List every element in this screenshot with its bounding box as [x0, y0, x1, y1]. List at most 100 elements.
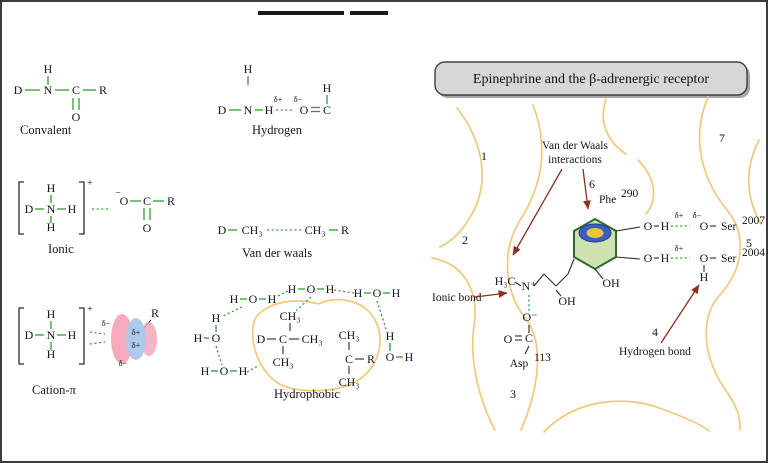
atom-c: C [72, 83, 80, 97]
methyl-group: CH₃ [242, 223, 263, 237]
plus-charge: + [87, 178, 93, 189]
atom-r: R [151, 306, 159, 320]
atom-h: H [239, 364, 248, 378]
hydrogen-bond-annotation: Hydrogen bond [619, 346, 691, 358]
ammonium-nitrogen: N⁺ [522, 279, 537, 293]
delta-plus-label: δ+ [132, 327, 141, 337]
hydrophobic-core-bonds [267, 323, 364, 374]
helix-number-1: 1 [481, 149, 487, 163]
atom-o: O [249, 292, 258, 306]
n-methyl-group: H₃C [495, 274, 516, 288]
asp-residue-label: Asp [510, 358, 529, 370]
ionic-label: Ionic [48, 242, 74, 256]
atom-c: C [323, 103, 331, 117]
helix-numbers: 1 2 3 4 5 6 7 [462, 131, 752, 401]
water-bonds [204, 288, 403, 372]
atom-o: O [220, 364, 229, 378]
atom-c: C [345, 352, 353, 366]
helix-number-4: 4 [652, 325, 658, 339]
atom-d: D [218, 223, 227, 237]
water-molecules: H O H H O H H O H H O H H O H H O H [194, 282, 414, 378]
atom-o: O [700, 219, 709, 233]
atom-o: O [644, 251, 653, 265]
atom-h: H [47, 307, 56, 321]
atom-h: H [661, 219, 670, 233]
atom-h: H [700, 270, 709, 284]
plus-charge: + [87, 304, 93, 315]
ionic-bond-arrow [474, 290, 508, 298]
phe-residue-sup: 290 [621, 188, 639, 200]
cropped-title-fragment [258, 11, 388, 15]
title-box [434, 61, 748, 96]
methyl-group: CH₃ [280, 309, 301, 323]
atom-o: O [504, 332, 513, 346]
phe-residue-label: Phe [599, 194, 616, 206]
panel-title: Epinephrine and the β-adrenergic recepto… [473, 72, 710, 87]
atom-d: D [25, 328, 34, 342]
atom-o: O [300, 103, 309, 117]
atom-r: R [167, 194, 175, 208]
methyl-group: CH₃ [339, 375, 360, 389]
atom-h: H [47, 181, 56, 195]
atom-h: H [201, 364, 210, 378]
atom-h: H [265, 103, 274, 117]
ring-substituent-bonds [594, 225, 716, 280]
atom-d: D [257, 332, 266, 346]
atom-h: H [47, 347, 56, 361]
atom-o: O [212, 331, 221, 345]
ser2007-residue-sup: 2007 [742, 215, 765, 227]
side-chain-bonds [514, 258, 575, 297]
vdw-label: Van der waals [242, 246, 312, 260]
atom-o: O [700, 251, 709, 265]
pi-cloud-pink-left [111, 314, 133, 364]
atom-h: H [392, 286, 401, 300]
atom-o: O [386, 350, 395, 364]
carboxylate-oxygen: O⁻ [523, 310, 538, 324]
delta-plus-label: δ+ [274, 94, 283, 104]
hydrophobic-diagram: CH₃ D C CH₃ CH₃ CH₃ C R CH₃ H O H [194, 282, 414, 401]
atom-h: H [68, 202, 77, 216]
atom-n: N [244, 103, 253, 117]
ionic-bond-annotation: Ionic bond [432, 292, 482, 304]
delta-minus-label: δ− [693, 210, 702, 220]
atom-o: O [143, 221, 152, 235]
atom-h: H [405, 350, 414, 364]
atom-c: C [143, 194, 151, 208]
atom-h: H [194, 331, 203, 345]
ionic-diagram: + H D N H H − O C R O Ionic [18, 178, 175, 256]
atom-c: C [279, 332, 287, 346]
vdw-annotation-line2: interactions [548, 154, 602, 166]
hydrophobic-boundary [251, 298, 381, 392]
ser2004-residue-label: Ser [721, 253, 737, 265]
hydrogen-bond-arrow [660, 284, 700, 344]
ionic-brackets [18, 181, 85, 235]
methyl-group: CH₃ [273, 355, 294, 369]
ionic-pair-bonds [515, 295, 530, 355]
receptor-panel: Epinephrine and the β-adrenergic recepto… [431, 61, 765, 433]
helix-number-7: 7 [719, 131, 725, 145]
helix-number-2: 2 [462, 233, 468, 247]
cation-pi-label: Cation-π [32, 383, 76, 397]
helix-number-3: 3 [510, 387, 516, 401]
methyl-group: CH₃ [339, 328, 360, 342]
atom-d: D [14, 83, 23, 97]
atom-h: H [354, 286, 363, 300]
delta-minus-label: δ− [119, 358, 128, 368]
atom-r: R [99, 83, 107, 97]
atom-r: R [367, 352, 375, 366]
delta-minus-label: δ− [102, 318, 111, 328]
covalent-bonds [25, 76, 96, 110]
atom-h: H [68, 328, 77, 342]
pi-stack-yellow-oval [586, 228, 604, 238]
delta-plus-label: δ+ [675, 210, 684, 220]
minus-charge: − [115, 188, 121, 199]
ser2004-residue-sup: 2004 [742, 247, 765, 259]
ring-hydroxyl: OH [602, 276, 620, 290]
hydrogen-label: Hydrogen [252, 123, 303, 137]
helix-number-5: 5 [746, 236, 752, 250]
hydrogen-bond-diagram: H D N H δ+ δ− O C H Hydrogen [218, 62, 332, 137]
atom-n: N [47, 328, 56, 342]
water-hydrogen-bond-dashes [215, 289, 388, 373]
atom-h: H [212, 311, 221, 325]
